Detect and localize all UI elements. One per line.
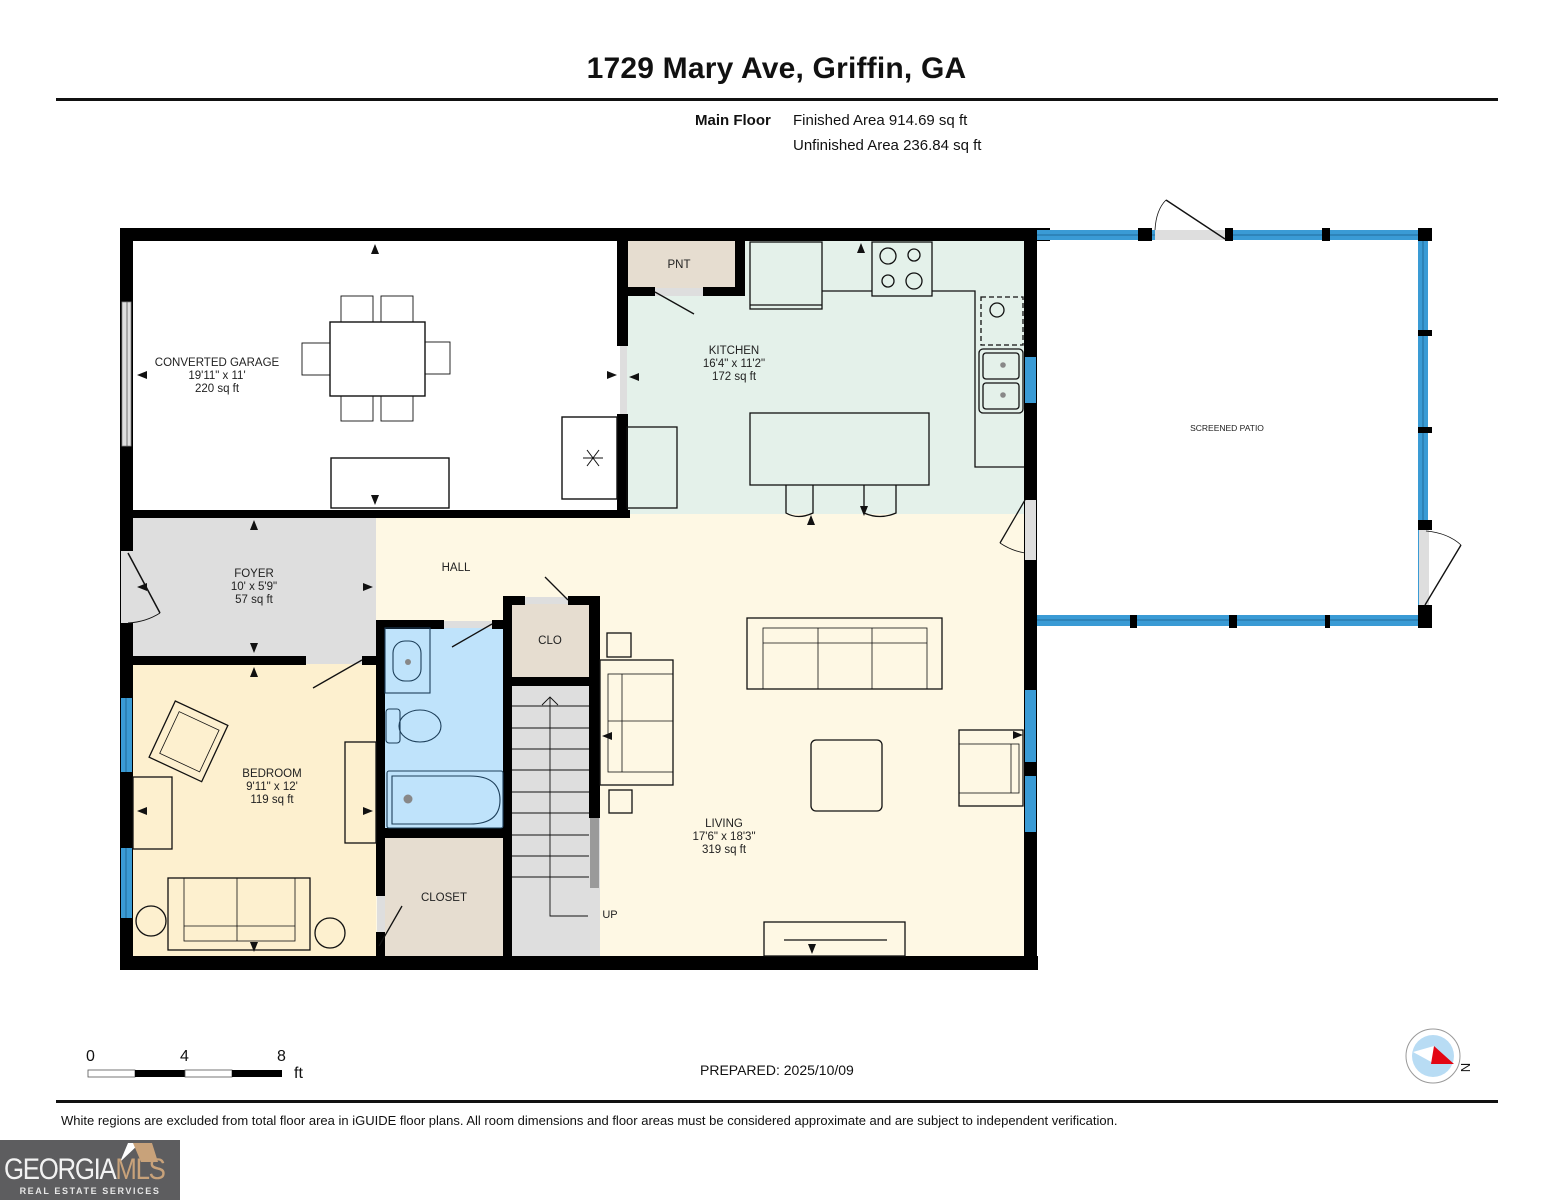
scale-tick-8: 8 xyxy=(277,1048,286,1065)
dining-set xyxy=(301,295,451,422)
bathroom-door xyxy=(451,623,493,648)
sink-drain xyxy=(1000,392,1006,398)
prepared-date: PREPARED: 2025/10/09 xyxy=(700,1062,854,1078)
front-door-opening xyxy=(121,551,133,623)
kitchen-dims: 16'4" x 11'2" xyxy=(703,358,765,370)
logo-wordmark: GEORGIAMLS xyxy=(4,1153,166,1187)
kitchen-fixtures xyxy=(626,241,1024,518)
living-area-text: 319 sq ft xyxy=(702,844,747,856)
compass-north-label: N xyxy=(1458,1062,1474,1073)
screened-patio: SCREENED PATIO xyxy=(1037,199,1462,628)
footer-divider xyxy=(56,1100,1498,1103)
stairs xyxy=(512,696,589,917)
logo-georgia: GEORGIA xyxy=(4,1153,117,1186)
bedroom-dims: 9'11" x 12' xyxy=(246,781,298,793)
floor-name: Main Floor xyxy=(695,112,771,129)
georgia-mls-logo: GEORGIAMLS REAL ESTATE SERVICES xyxy=(0,1140,180,1200)
kitchen-label: KITCHEN xyxy=(709,345,759,357)
bathroom-fixtures xyxy=(384,627,504,829)
header-divider xyxy=(56,98,1498,101)
foyer-label: FOYER xyxy=(234,568,274,580)
bedroom-furniture xyxy=(132,700,377,951)
unfinished-area: Unfinished Area 236.84 sq ft xyxy=(793,137,982,154)
converted-garage-dims: 19'11" x 11' xyxy=(188,370,245,382)
kitchen-area-text: 172 sq ft xyxy=(712,371,757,383)
stairs-up-label: UP xyxy=(602,909,617,921)
screened-patio-label: SCREENED PATIO xyxy=(1190,423,1264,433)
closet-label: CLOSET xyxy=(421,892,467,904)
foyer-area xyxy=(133,517,376,657)
closet-door xyxy=(378,905,403,947)
pantry-label: PNT xyxy=(668,259,691,271)
living-furniture xyxy=(599,617,1024,957)
scale-tick-4: 4 xyxy=(180,1048,189,1065)
sink-drain xyxy=(1000,362,1006,368)
foyer-area-text: 57 sq ft xyxy=(235,594,274,606)
foyer-dims: 10' x 5'9" xyxy=(231,581,277,593)
stairs-area xyxy=(512,686,600,956)
dimension-arrows xyxy=(137,243,1023,954)
bathroom-area xyxy=(385,628,503,828)
hall-label: HALL xyxy=(442,562,471,574)
stair-rail xyxy=(590,818,599,888)
bedroom-area xyxy=(133,664,376,956)
small-closet-label: CLO xyxy=(538,635,562,647)
windows xyxy=(121,301,1036,918)
closet-area xyxy=(385,838,503,956)
converted-garage-area-text: 220 sq ft xyxy=(195,383,240,395)
scale-unit: ft xyxy=(294,1065,303,1082)
property-address-title: 1729 Mary Ave, Griffin, GA xyxy=(586,52,967,85)
scale-bar xyxy=(87,1069,282,1078)
small-closet-area xyxy=(512,604,589,677)
living-dims: 17'6" x 18'3" xyxy=(692,831,755,843)
logo-mls: MLS xyxy=(115,1153,165,1186)
converted-garage-label: CONVERTED GARAGE xyxy=(155,357,280,369)
living-label: LIVING xyxy=(705,818,743,830)
bedroom-door xyxy=(312,659,363,689)
pantry-door-opening xyxy=(655,288,703,296)
front-door xyxy=(127,552,161,614)
compass-icon xyxy=(1405,1028,1461,1084)
finished-area: Finished Area 914.69 sq ft xyxy=(793,112,968,129)
patio-door xyxy=(999,499,1026,544)
pantry-area xyxy=(627,240,735,288)
small-closet-door xyxy=(544,576,569,601)
bedroom-area-text: 119 sq ft xyxy=(250,794,294,806)
snowflake-icon xyxy=(583,449,603,467)
disclaimer-text: White regions are excluded from total fl… xyxy=(61,1113,1118,1128)
scale-tick-0: 0 xyxy=(86,1048,95,1065)
pantry-door xyxy=(654,291,695,315)
garage-cabinet xyxy=(330,457,450,509)
walls xyxy=(120,228,1050,970)
roof-icon xyxy=(120,1143,158,1162)
floor-plan: SCREENED PATIO xyxy=(87,199,1462,1084)
logo-subtitle: REAL ESTATE SERVICES xyxy=(19,1186,161,1196)
bedroom-label: BEDROOM xyxy=(242,768,301,780)
